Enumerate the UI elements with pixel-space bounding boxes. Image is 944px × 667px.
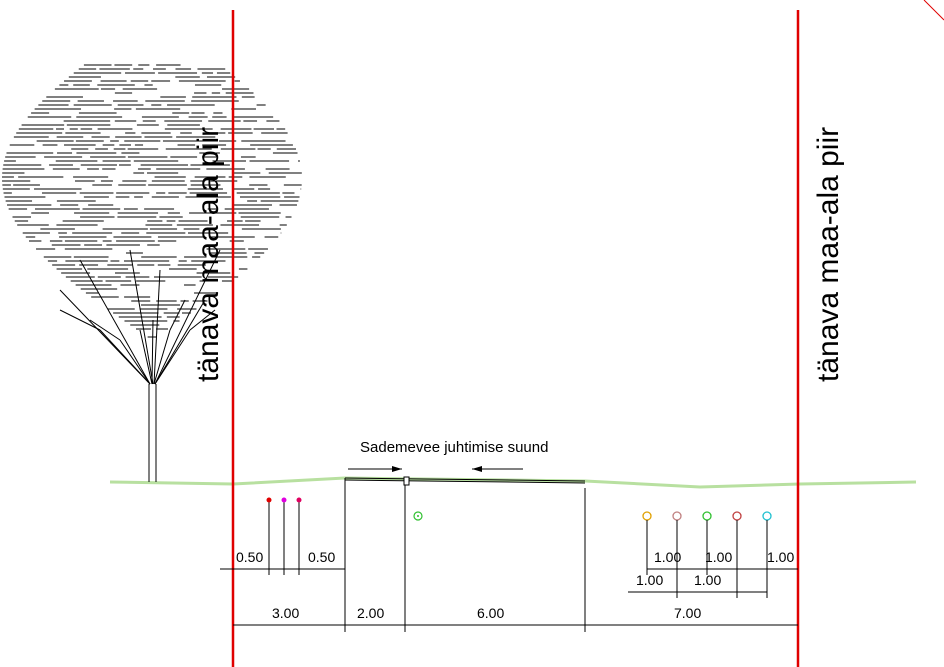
left-utility-group	[220, 497, 345, 575]
pipe-cyan-marker	[762, 511, 772, 521]
right-utility-group	[628, 511, 798, 598]
pipe-green-marker	[702, 511, 712, 521]
drain-green-marker	[413, 511, 423, 521]
cable-magenta-marker	[281, 497, 287, 503]
offset-label-left-1: 0.50	[236, 549, 263, 565]
offset-label-right-upper-1: 1.00	[654, 549, 681, 565]
tree-drawing	[2, 64, 302, 482]
offset-label-right-lower-2: 1.00	[694, 572, 721, 588]
offset-label-left-2: 0.50	[308, 549, 335, 565]
boundary-label-right: tänava maa-ala piir	[812, 127, 845, 382]
flow-direction-label: Sademevee juhtimise suund	[360, 439, 548, 456]
roadway-utility	[413, 511, 423, 521]
pipe-brown-marker	[672, 511, 682, 521]
pipe-orange-marker	[642, 511, 652, 521]
flow-arrow-left	[472, 466, 523, 472]
flow-arrow-right	[348, 466, 402, 472]
curb-marker	[403, 476, 410, 486]
width-label-sidewalk: 3.00	[272, 605, 299, 621]
boundary-label-left: tänava maa-ala piir	[192, 127, 225, 382]
cable-red-marker	[266, 497, 272, 503]
cable-pink-marker	[296, 497, 302, 503]
road-surface	[344, 476, 586, 486]
offset-label-right-upper-3: 1.00	[767, 549, 794, 565]
offset-label-right-lower-1: 1.00	[636, 572, 663, 588]
corner-mark	[923, 0, 944, 21]
width-label-roadway: 6.00	[477, 605, 504, 621]
section-breaks	[344, 478, 586, 632]
width-label-strip: 2.00	[357, 605, 384, 621]
width-label-right-zone: 7.00	[674, 605, 701, 621]
pipe-darkred-marker	[732, 511, 742, 521]
offset-label-right-upper-2: 1.00	[705, 549, 732, 565]
